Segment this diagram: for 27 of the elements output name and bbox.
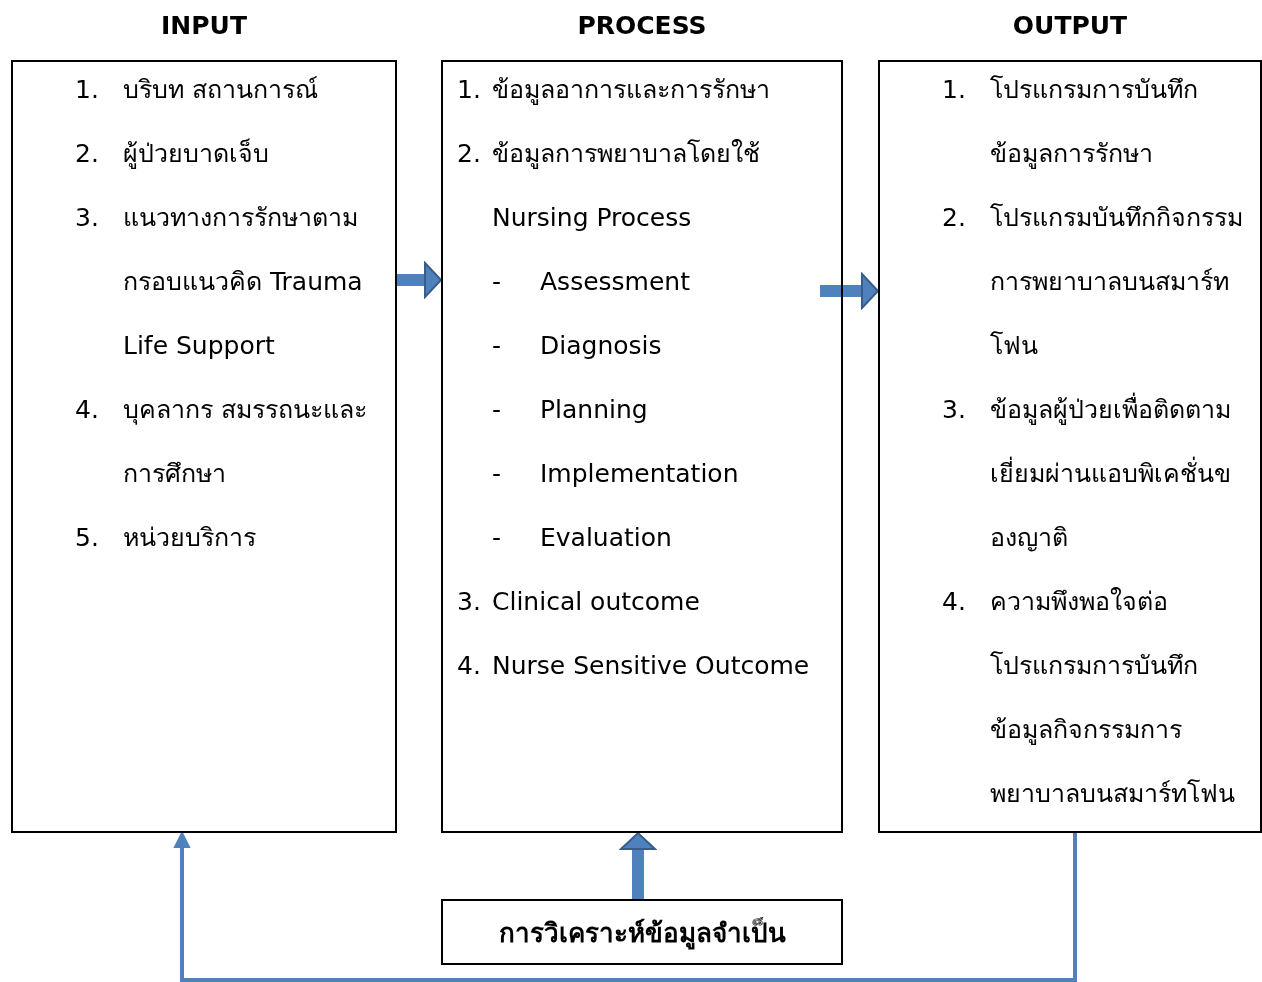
- column-heading: INPUT: [160, 10, 248, 42]
- list-item: 2. โปรแกรมบันทึกกิจกรรมการพยาบาลบนสมาร์ทโฟน: [941, 202, 1244, 362]
- list-item: 3. ข้อมูลผู้ป่วยเพื่อติดตามเยี่ยมผ่านแอบพิเคชั่นของญาติ: [880, 378, 1260, 570]
- list-item: 3. แนวทางการรักษาตามกรอบแนวคิด Trauma Life Support: [74, 202, 364, 362]
- column-heading: PROCESS: [576, 10, 708, 42]
- list-item: 5. หน่วยบริการ: [74, 522, 257, 554]
- list-item: 4. ความพึงพอใจต่อโปรแกรมการบันทึกข้อมูลกิจกรรมการพยาบาลบนสมาร์ทโฟน: [941, 586, 1236, 810]
- block-arrow: [397, 262, 442, 298]
- list-item: 3. Clinical outcome: [456, 586, 701, 618]
- list-item: - Evaluation: [491, 522, 673, 554]
- list-item: 2. ผู้ป่วยบาดเจ็บ: [74, 137, 270, 171]
- list-item: - Implementation: [491, 458, 740, 490]
- list-item: - Planning: [491, 394, 649, 426]
- block-arrow: [820, 273, 879, 309]
- list-item: 1. ข้อมูลอาการและการรักษา: [456, 74, 771, 107]
- list-item: 2. ข้อมูลการพยาบาลโดยใช้ Nursing Process: [456, 138, 761, 234]
- list-item: 1. บริบท สถานการณ์: [74, 74, 319, 106]
- list-item: - Assessment: [491, 266, 691, 298]
- analysis-box: [441, 899, 843, 965]
- column-heading: OUTPUT: [1011, 10, 1129, 42]
- list-item: 4. Nurse Sensitive Outcome: [456, 650, 811, 682]
- feedback-arrow: [174, 832, 1077, 982]
- list-item: - Diagnosis: [491, 330, 663, 362]
- box-label: การวิเคราะห์ข้อมูลจำเป็น: [497, 916, 787, 952]
- block-arrow: [620, 832, 656, 899]
- list-item: 4. บุคลากร สมรรถนะและการศึกษา: [74, 394, 368, 490]
- list-item: 1. โปรแกรมการบันทึกข้อมูลการรักษา: [941, 74, 1199, 171]
